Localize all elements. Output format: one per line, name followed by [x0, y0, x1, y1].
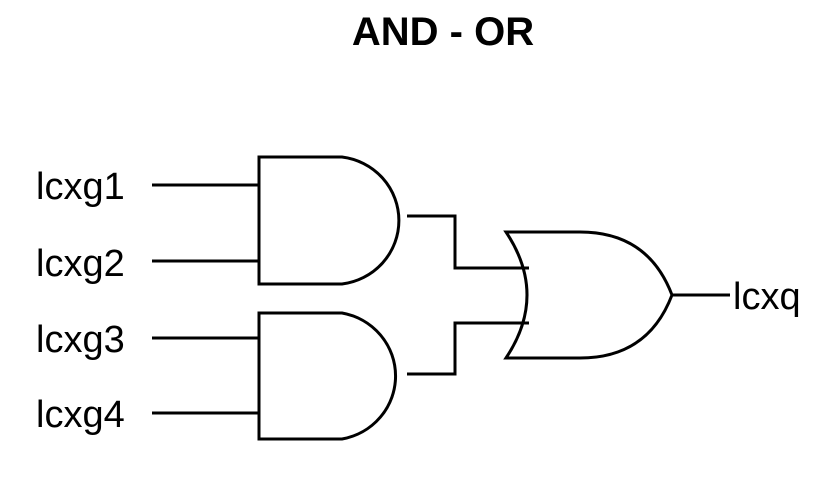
diagram-title: AND - OR	[351, 10, 535, 54]
input-label-4: lcxg4	[36, 394, 125, 436]
output-label: lcxq	[733, 276, 801, 318]
or-gate	[503, 230, 674, 360]
and-gate-2	[257, 311, 397, 441]
and2-to-or-wire	[407, 321, 529, 376]
input-label-2: lcxg2	[36, 243, 125, 285]
and1-to-or-wire	[407, 214, 529, 270]
and-gate-1	[257, 155, 401, 286]
input-label-1: lcxg1	[36, 166, 125, 208]
input-label-3: lcxg3	[36, 319, 125, 361]
